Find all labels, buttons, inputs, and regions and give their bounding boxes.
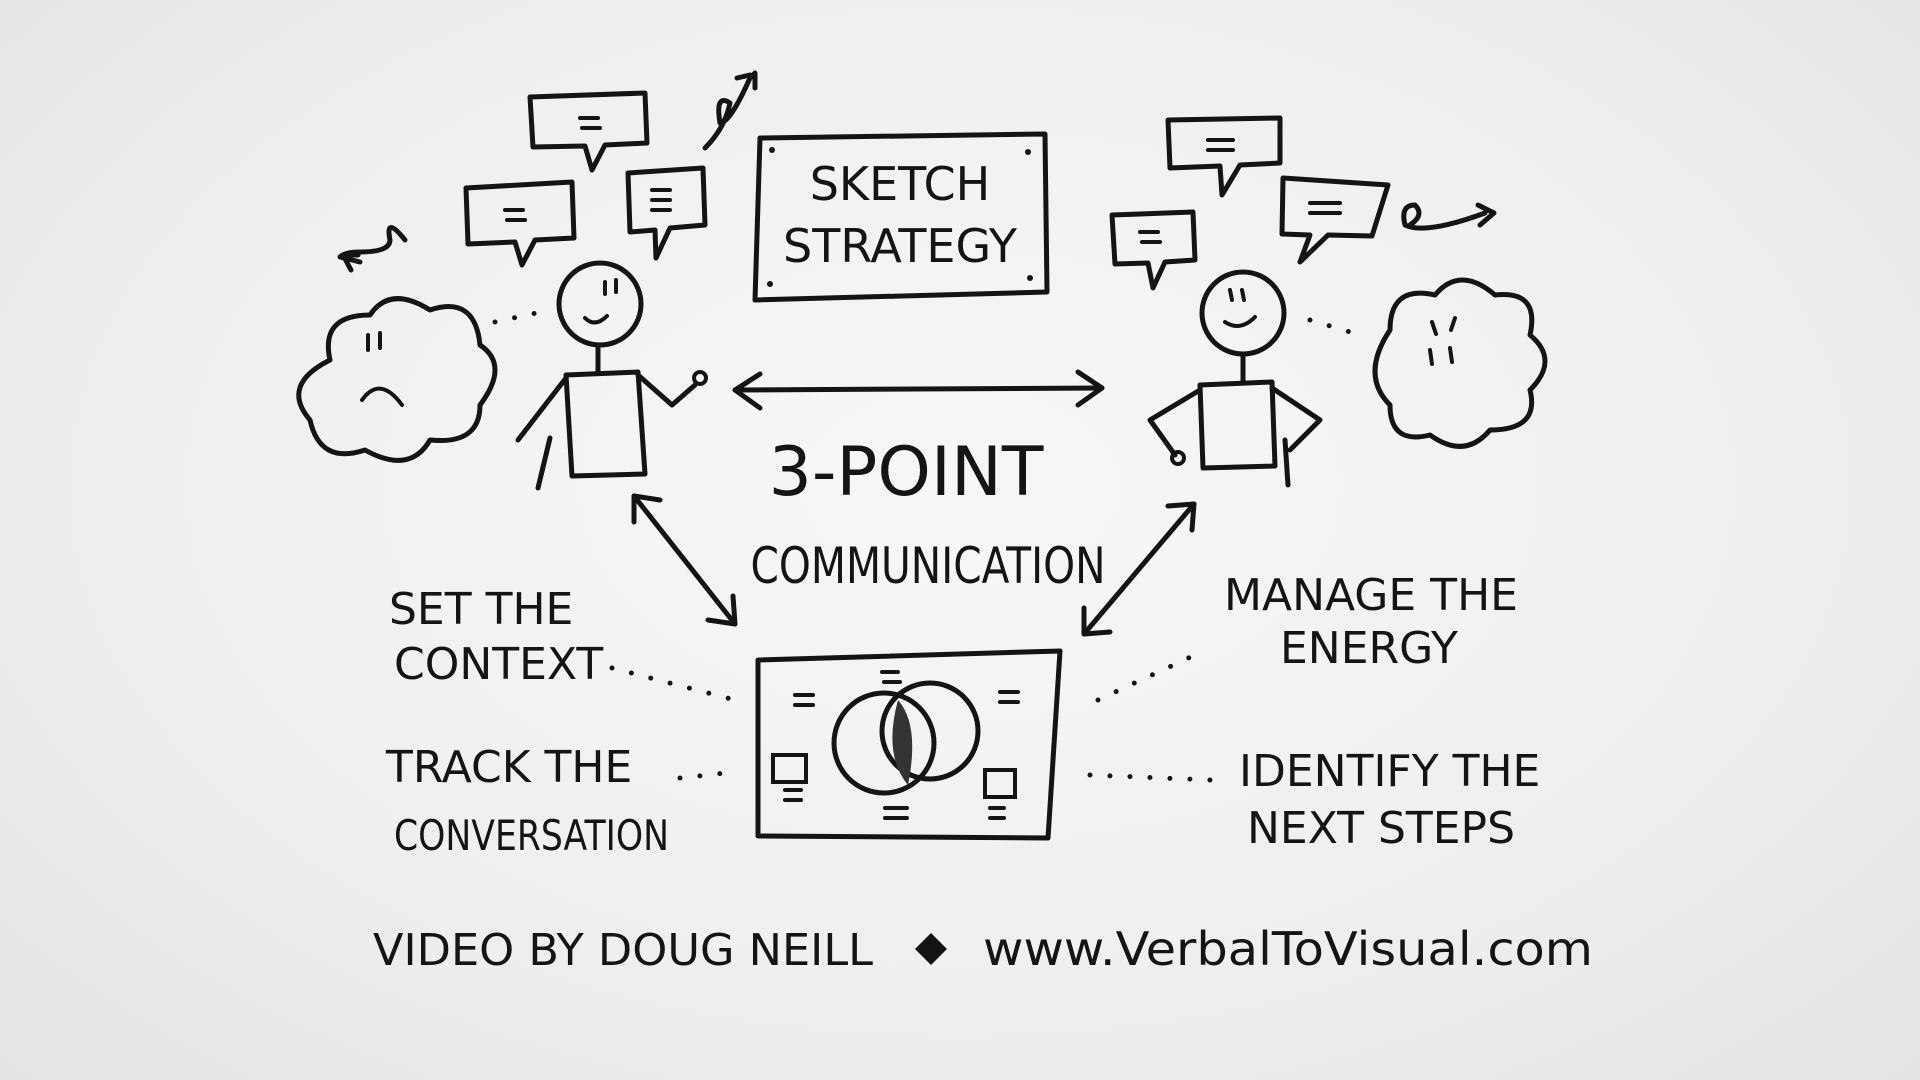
label-line: Energy	[1280, 623, 1458, 674]
center-line1: 3-Point	[769, 433, 1044, 512]
right-person	[1147, 269, 1323, 488]
left-diagonal-double-arrow	[631, 493, 738, 627]
footer-credit: Video by Doug Neill	[373, 925, 873, 976]
left-cloud	[296, 296, 498, 463]
marker-icon	[1282, 437, 1291, 488]
marker-icon	[535, 435, 553, 491]
dotted-connector	[677, 769, 738, 781]
title-line2: Strategy	[783, 219, 1018, 273]
label-line: Manage the	[1224, 570, 1518, 621]
right-diagonal-double-arrow	[1081, 501, 1197, 637]
label-line: Identify the	[1239, 746, 1540, 797]
center-line2: Communication	[751, 537, 1106, 595]
left-speech-bubbles	[463, 90, 708, 268]
footer-url[interactable]: www.VerbalToVisual.com	[983, 922, 1593, 976]
label-set-context: Set the Context	[389, 584, 603, 690]
left-person	[515, 260, 708, 491]
dotted-connector	[1095, 652, 1198, 703]
label-line: Context	[394, 639, 603, 690]
sketch-strategy-box: Sketch Strategy	[752, 131, 1050, 303]
dotted-connector	[1087, 772, 1213, 783]
label-manage-energy: Manage the Energy	[1224, 570, 1518, 674]
right-speech-bubbles	[1109, 115, 1391, 291]
label-next-steps: Identify the Next Steps	[1239, 746, 1540, 854]
label-line: Set the	[389, 584, 573, 635]
title-line1: Sketch	[810, 157, 991, 211]
diamond-icon	[915, 933, 947, 965]
label-line: Next Steps	[1247, 803, 1515, 854]
thought-dots-right	[1307, 317, 1363, 338]
label-line: Track the	[385, 742, 632, 793]
swirl-arrow-icon	[337, 225, 408, 273]
thought-dots-left	[492, 307, 553, 325]
horizontal-double-arrow	[732, 369, 1105, 411]
label-track-conversation: Track the Conversation	[385, 742, 669, 860]
swirl-arrow-icon	[702, 70, 758, 151]
label-line: Conversation	[394, 811, 669, 860]
swirl-arrow-icon	[1401, 202, 1497, 231]
dotted-connector	[609, 665, 738, 703]
visual-board	[755, 648, 1063, 841]
right-cloud	[1372, 277, 1548, 449]
